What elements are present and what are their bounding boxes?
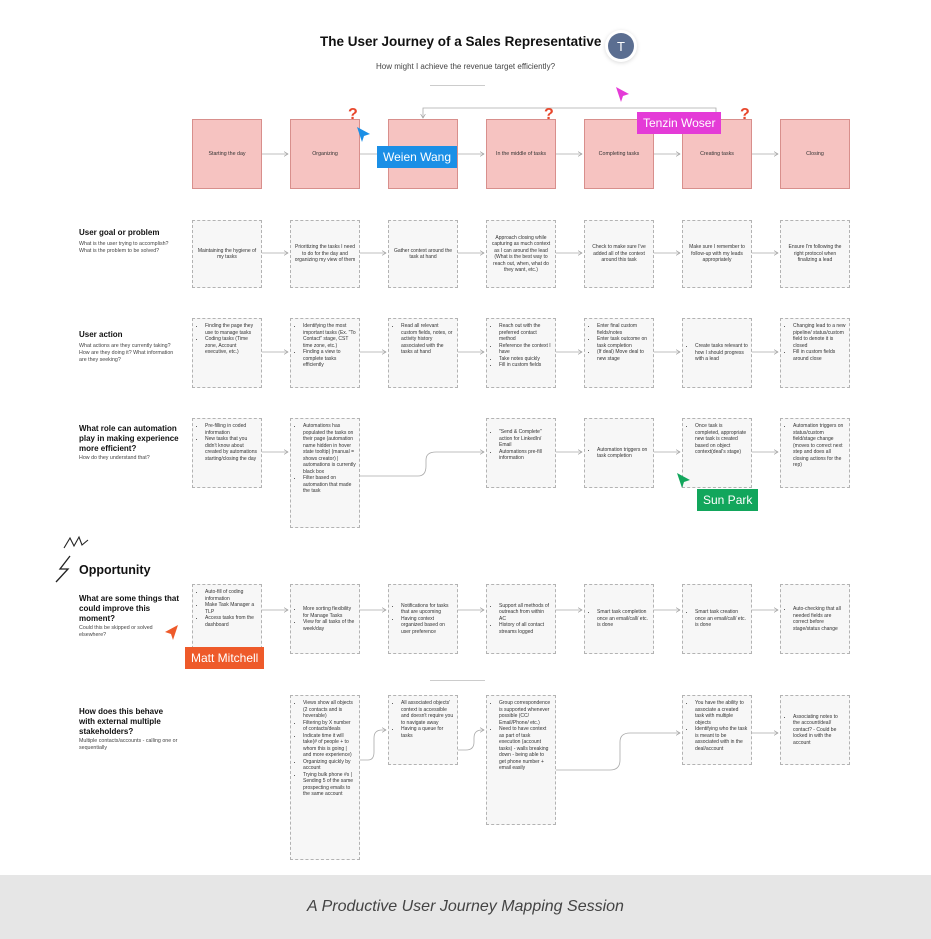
collaborator-tag: Sun Park (697, 489, 759, 511)
stage-card[interactable]: In the middle of tasks (486, 119, 556, 189)
action-card[interactable]: Changing lead to a new pipeline/ status/… (780, 318, 850, 388)
opportunity-doodle (55, 555, 71, 583)
action-card[interactable]: Create tasks relevant to how I should pr… (682, 318, 752, 388)
question-mark-icon: ? (544, 106, 554, 123)
page-title: The User Journey of a Sales Representati… (320, 34, 602, 49)
action-card[interactable]: Enter final custom fields/notesEnter tas… (584, 318, 654, 388)
automation-card[interactable]: Automation triggers on task completion (584, 418, 654, 488)
goal-card[interactable]: Maintaining the hygiene of my tasks (192, 220, 262, 288)
collaborator-tag: Weien Wang (377, 146, 458, 168)
improve-card[interactable]: Auto-fill of coding informationMake Task… (192, 584, 262, 654)
avatar[interactable]: T (608, 33, 634, 59)
action-card[interactable]: Read all relevant custom fields, notes, … (388, 318, 458, 388)
row-heading-goal: User goal or problem What is the user tr… (79, 228, 169, 255)
stage-card[interactable]: Organizing (290, 119, 360, 189)
action-card[interactable]: Reach out with the preferred contact met… (486, 318, 556, 388)
row-heading-automation: What role can automation play in making … (79, 424, 179, 461)
automation-card[interactable]: Once task is completed, appropriate new … (682, 418, 752, 488)
goal-card[interactable]: Gather context around the task at hand (388, 220, 458, 288)
goal-card[interactable]: Check to make sure I've added all of the… (584, 220, 654, 288)
improve-card[interactable]: Auto-checking that all needed fields are… (780, 584, 850, 654)
cursor-arrow-icon (357, 127, 370, 142)
cursor-arrow-icon (165, 625, 178, 640)
goal-card[interactable]: Make sure I remember to follow-up with m… (682, 220, 752, 288)
footer-caption-bar: A Productive User Journey Mapping Sessio… (0, 875, 931, 939)
stakeholder-card[interactable]: Group correspondence is supported whenev… (486, 695, 556, 825)
journey-map-canvas: The User Journey of a Sales Representati… (0, 0, 931, 875)
action-card[interactable]: Identifying the most important tasks (Ex… (290, 318, 360, 388)
divider (430, 680, 485, 681)
automation-card[interactable]: "Send & Complete" action for LinkedIn/ E… (486, 418, 556, 488)
opportunity-label: Opportunity (79, 563, 151, 577)
row-heading-improve: What are some things that could improve … (79, 594, 180, 639)
divider (430, 85, 485, 86)
stakeholder-card[interactable]: Views show all objects (2 contacts and i… (290, 695, 360, 860)
stage-card[interactable]: Starting the day (192, 119, 262, 189)
footer-caption: A Productive User Journey Mapping Sessio… (307, 898, 624, 915)
stakeholder-card[interactable]: Associating notes to the account/deal/ c… (780, 695, 850, 765)
improve-card[interactable]: Smart task creation once an email/call/ … (682, 584, 752, 654)
goal-card[interactable]: Prioritizing the tasks I need to do for … (290, 220, 360, 288)
improve-card[interactable]: Smart task completion once an email/call… (584, 584, 654, 654)
collaborator-tag: Matt Mitchell (185, 647, 265, 669)
question-mark-icon: ? (740, 106, 750, 123)
row-heading-action: User action What actions are they curren… (79, 330, 174, 364)
cursor-arrow-icon (677, 473, 690, 488)
goal-card[interactable]: Approach closing while capturing as much… (486, 220, 556, 288)
improve-card[interactable]: More sorting flexibility for Manage Task… (290, 584, 360, 654)
stage-card[interactable]: Closing (780, 119, 850, 189)
question-mark-icon: ? (348, 106, 358, 123)
row-heading-stakeholders: How does this behave with external multi… (79, 707, 178, 752)
automation-card[interactable]: Pre-filling in coded informationNew task… (192, 418, 262, 488)
action-card[interactable]: Finding the page they use to manage task… (192, 318, 262, 388)
improve-card[interactable]: Notifications for tasks that are upcomin… (388, 584, 458, 654)
page-subtitle: How might I achieve the revenue target e… (375, 62, 556, 71)
collaborator-tag: Tenzin Woser (637, 112, 722, 134)
stakeholder-card[interactable]: You have the ability to associate a crea… (682, 695, 752, 765)
automation-card[interactable]: Automation triggers on status/custom fie… (780, 418, 850, 488)
stakeholder-card[interactable]: All associated objects' context is acces… (388, 695, 458, 765)
automation-card[interactable]: Automations has populated the tasks on t… (290, 418, 360, 528)
goal-card[interactable]: Ensure I'm following the right protocol … (780, 220, 850, 288)
improve-card[interactable]: Support all methods of outreach from wit… (486, 584, 556, 654)
cursor-arrow-icon (616, 87, 629, 102)
